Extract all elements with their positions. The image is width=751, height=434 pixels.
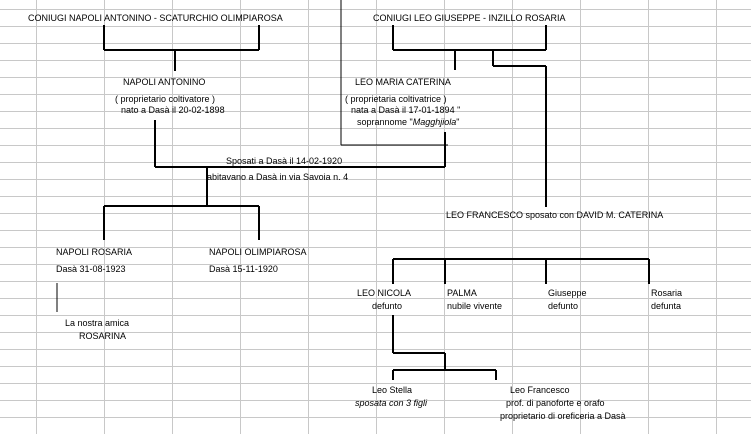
leo-stella-info: sposata con 3 figli <box>355 398 428 408</box>
marriage-residence: abitavano a Dasà in via Savoia n. 4 <box>207 172 349 182</box>
leo-stella-name: Leo Stella <box>372 385 413 395</box>
rosaria-name: Rosaria <box>651 288 683 298</box>
napoli-olimpiarosa-name: NAPOLI OLIMPIAROSA <box>209 247 307 257</box>
giuseppe-info: defunto <box>548 301 579 311</box>
leo-maria-birth: nata a Dasà il 17-01-1894 " <box>351 105 461 115</box>
napoli-rosaria-name: NAPOLI ROSARIA <box>56 247 133 257</box>
rosarina-note-line2: ROSARINA <box>79 331 127 341</box>
marriage-date: Sposati a Dasà il 14-02-1920 <box>226 156 343 166</box>
napoli-antonino-birth: nato a Dasà il 20-02-1898 <box>121 105 225 115</box>
napoli-antonino-name: NAPOLI ANTONINO <box>123 77 206 87</box>
napoli-antonino-role: ( proprietario coltivatore ) <box>115 94 216 104</box>
giuseppe-name: Giuseppe <box>548 288 587 298</box>
rosaria-info: defunta <box>651 301 682 311</box>
rosarina-note-line1: La nostra amica <box>65 318 130 328</box>
leo-francesco-married: LEO FRANCESCO sposato con DAVID M. CATER… <box>446 210 664 220</box>
leo-parents-label: CONIUGI LEO GIUSEPPE - INZILLO ROSARIA <box>373 13 566 23</box>
leo-francesco-grandson-name: Leo Francesco <box>510 385 570 395</box>
palma-info: nubile vivente <box>447 301 503 311</box>
napoli-olimpiarosa-info: Dasà 15-11-1920 <box>209 264 278 274</box>
leo-maria-nickname: soprannome "Magghjiola" <box>357 117 460 127</box>
palma-name: PALMA <box>447 288 477 298</box>
leo-maria-name: LEO MARIA CATERINA <box>355 77 451 87</box>
leo-maria-role: ( proprietaria coltivatrice ) <box>345 94 447 104</box>
leo-francesco-grandson-info1: prof. di panoforte e orafo <box>506 398 605 408</box>
leo-nicola-name: LEO NICOLA <box>357 288 412 298</box>
napoli-rosaria-info: Dasà 31-08-1923 <box>56 264 126 274</box>
leo-nicola-info: defunto <box>372 301 403 311</box>
nickname-value: Magghjiola <box>412 117 457 127</box>
leo-francesco-grandson-info2: proprietario di oreficeria a Dasà <box>500 411 626 421</box>
napoli-parents-label: CONIUGI NAPOLI ANTONINO - SCATURCHIO OLI… <box>28 13 283 23</box>
